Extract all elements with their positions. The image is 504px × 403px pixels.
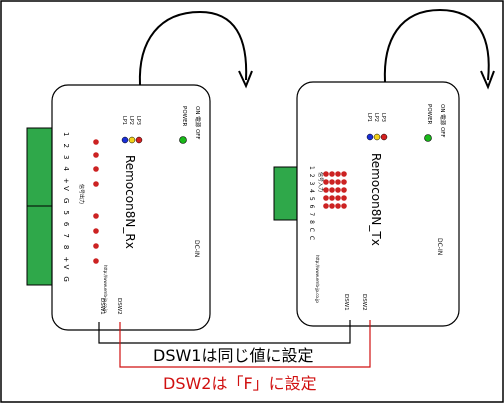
tx-led-blue — [366, 133, 374, 141]
tx-dsw1-label: DSW1 — [343, 294, 349, 311]
rx-url: http://www.emb-jp.co.jp — [103, 265, 108, 313]
tx-url: http://www.emb-jp.co.jp — [315, 255, 320, 303]
tx-device: POWER ON 電源 OFF LP1 LP2 LP3 Remocon8N_Tx… — [273, 8, 495, 327]
rx-output-pins — [93, 139, 99, 264]
tx-power-label: POWER — [426, 104, 432, 125]
tx-pin — [329, 171, 335, 177]
dsw2-bracket — [119, 320, 371, 368]
rx-device-name: Remocon8N_Rx — [123, 155, 137, 249]
tx-led-yellow — [373, 133, 381, 141]
tx-power-led — [424, 134, 432, 142]
tx-pin — [341, 195, 347, 201]
tx-dsw2-label: DSW2 — [361, 294, 367, 311]
tx-pin — [329, 179, 335, 185]
tx-pin — [341, 171, 347, 177]
rx-pin — [93, 152, 99, 158]
tx-led1-label: LP1 — [366, 113, 372, 122]
rx-enclosure — [51, 84, 211, 331]
tx-cable-arrow-icon — [480, 70, 495, 90]
tx-input-pins — [323, 171, 347, 209]
tx-pin — [335, 187, 341, 193]
rx-io-label: 信号出力 — [78, 184, 85, 204]
tx-antenna-cable — [383, 8, 490, 83]
tx-device-name: Remocon8N_Tx — [369, 153, 383, 246]
tx-pin — [329, 195, 335, 201]
rx-led-red — [135, 136, 143, 144]
rx-cable-arrow-icon — [238, 70, 253, 89]
tx-pin — [341, 187, 347, 193]
rx-pin — [93, 181, 99, 187]
rx-pin — [93, 213, 99, 219]
rx-pin — [93, 243, 99, 249]
rx-led-blue — [121, 136, 129, 144]
tx-io-header: 1 2 3 4 5 6 7 8 C C — [308, 166, 315, 241]
tx-pin — [341, 203, 347, 209]
tx-pin — [341, 179, 347, 185]
rx-pin — [93, 166, 99, 172]
tx-io-label: 信号入力 — [317, 172, 324, 192]
tx-led3-label: LP3 — [380, 113, 386, 122]
rx-antenna-cable — [138, 10, 248, 86]
tx-pin — [329, 187, 335, 193]
tx-led-red — [380, 133, 388, 141]
rx-power-label: POWER — [181, 106, 187, 127]
rx-led-yellow — [128, 136, 136, 144]
dsw1-bracket — [98, 320, 351, 344]
rx-led3-label: LP3 — [135, 116, 141, 125]
rx-dsw2-label: DSW2 — [116, 298, 122, 315]
tx-pin — [323, 195, 329, 201]
rx-pin — [93, 228, 99, 234]
tx-pin — [323, 171, 329, 177]
dsw2-caption: DSW2は「F」に設定 — [163, 374, 317, 393]
tx-pin — [323, 187, 329, 193]
tx-pin — [335, 179, 341, 185]
tx-pin — [323, 203, 329, 209]
tx-dc-in-label: DC-IN — [436, 238, 443, 255]
rx-switch-label: ON 電源 OFF — [194, 106, 202, 140]
rx-io-header: 1 2 3 4 +V G 5 6 7 8 +V G — [62, 132, 70, 284]
tx-pin — [335, 195, 341, 201]
rx-led2-label: LP2 — [128, 116, 134, 125]
rx-device: POWER ON 電源 OFF LP1 LP2 LP3 Remocon8N_Rx… — [26, 10, 253, 331]
rx-pin — [93, 258, 99, 264]
tx-enclosure — [296, 81, 460, 327]
tx-pin — [329, 203, 335, 209]
dsw1-caption: DSW1は同じ値に設定 — [153, 346, 313, 365]
tx-led2-label: LP2 — [373, 113, 379, 122]
tx-pin — [323, 179, 329, 185]
rx-dc-in-label: DC-IN — [193, 240, 200, 257]
rx-power-led — [179, 136, 187, 144]
tx-pin — [335, 203, 341, 209]
rx-pin — [93, 139, 99, 145]
tx-switch-label: ON 電源 OFF — [439, 104, 447, 138]
tx-pin — [335, 171, 341, 177]
rx-dsw1-label: DSW1 — [99, 298, 105, 315]
rx-led1-label: LP1 — [121, 116, 127, 125]
